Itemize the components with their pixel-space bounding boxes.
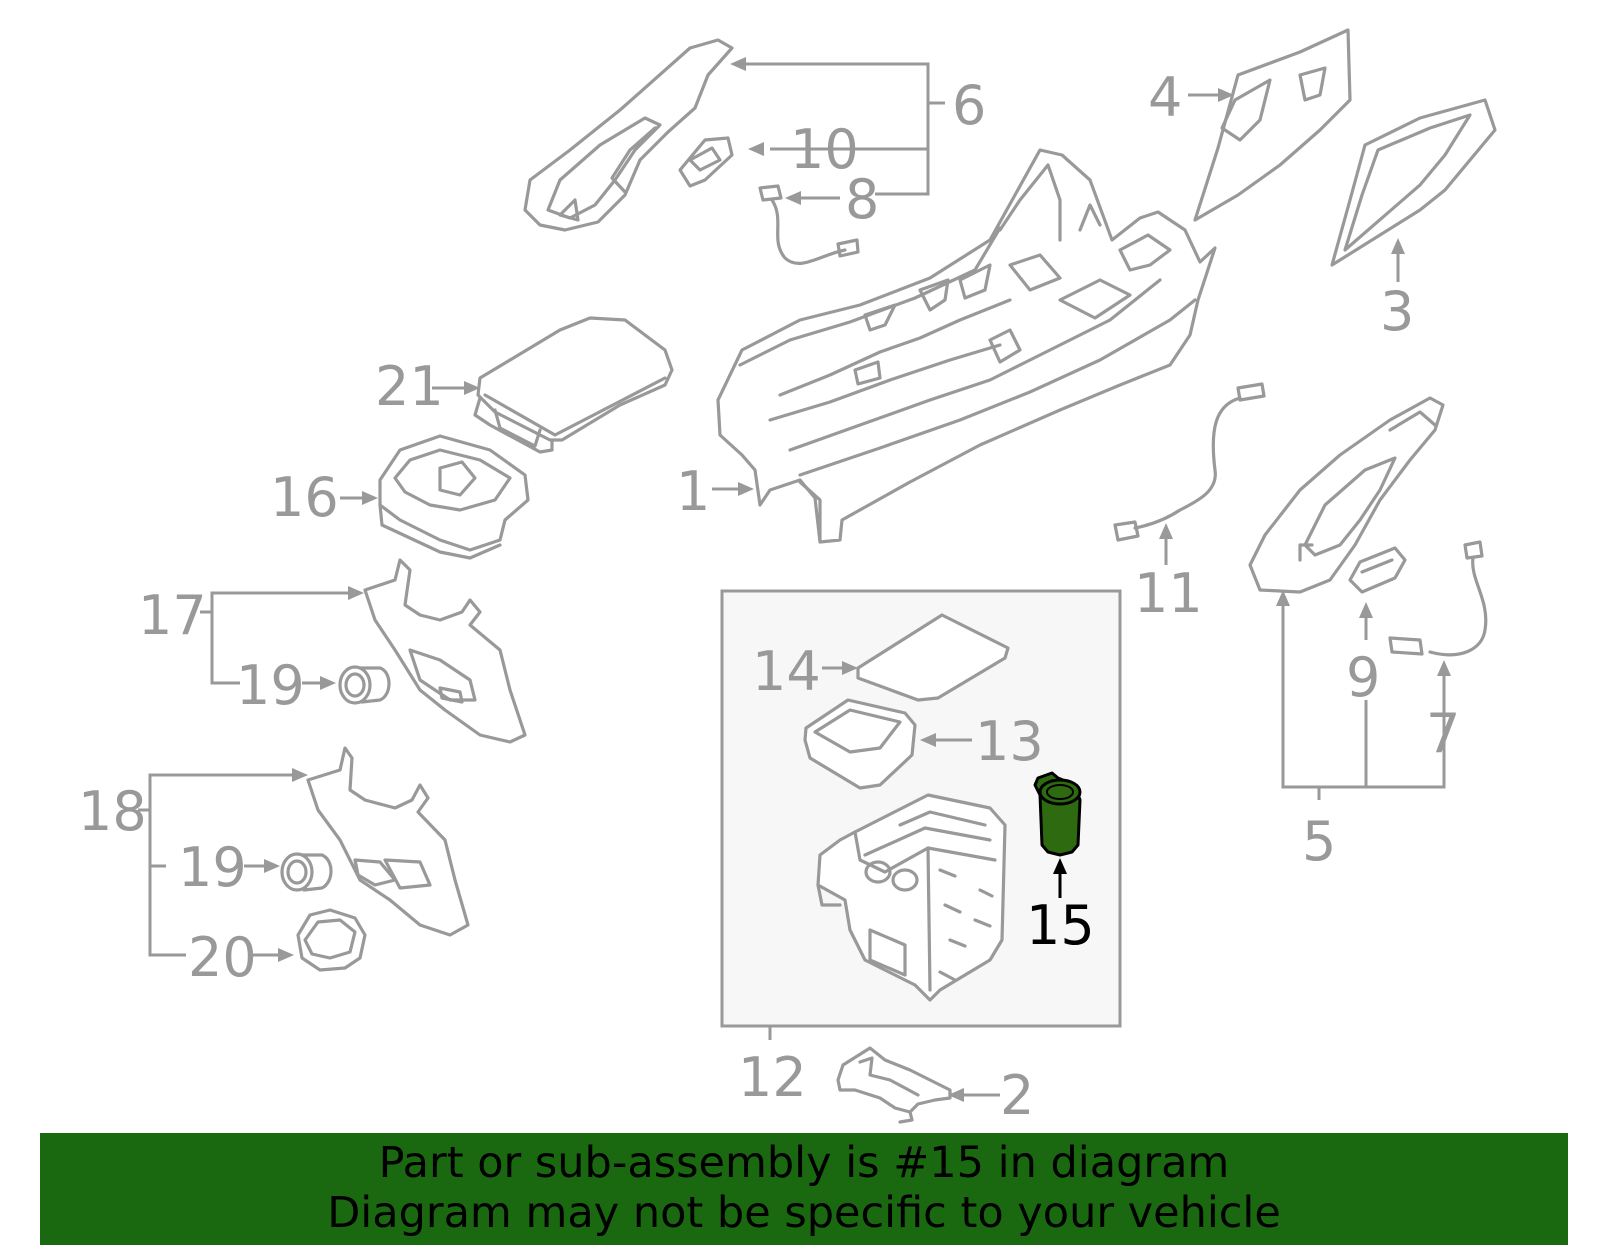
leader-4 <box>1188 88 1234 102</box>
callout-2: 2 <box>1000 1064 1034 1127</box>
callout-20: 20 <box>188 926 257 989</box>
callout-4: 4 <box>1148 66 1182 129</box>
callout-19-upper: 19 <box>236 654 305 717</box>
callout-21: 21 <box>375 355 444 418</box>
part-10-switch <box>678 136 734 188</box>
callout-8: 8 <box>845 168 879 231</box>
part-19-outlet-lower <box>280 852 333 892</box>
callout-17: 17 <box>138 584 207 647</box>
callout-16: 16 <box>270 466 339 529</box>
part-11-wire-harness <box>1113 382 1266 542</box>
info-banner: Part or sub-assembly is #15 in diagram D… <box>40 1133 1568 1245</box>
callout-14: 14 <box>752 640 821 703</box>
callout-12: 12 <box>738 1046 807 1109</box>
callout-13: 13 <box>975 710 1044 773</box>
callout-3: 3 <box>1380 280 1414 343</box>
leader-17-bracket <box>200 586 364 690</box>
part-13-storage-tray <box>803 698 917 790</box>
callout-5: 5 <box>1302 810 1336 873</box>
callout-19-lower: 19 <box>178 836 247 899</box>
banner-line-1: Part or sub-assembly is #15 in diagram <box>378 1138 1230 1188</box>
part-17-rear-panel <box>363 558 527 744</box>
leader-11 <box>1159 523 1173 565</box>
callout-18: 18 <box>78 780 147 843</box>
part-12-console-box <box>816 793 1007 1002</box>
part-19-outlet-upper <box>338 665 391 705</box>
leader-5-bracket <box>1276 590 1451 800</box>
part-2-bracket <box>836 1046 952 1124</box>
leader-1 <box>712 482 754 496</box>
callout-1: 1 <box>676 460 710 523</box>
callout-7: 7 <box>1426 702 1460 765</box>
leader-3 <box>1391 238 1405 282</box>
part-15-cup-holder <box>1033 771 1082 857</box>
callout-11: 11 <box>1134 562 1203 625</box>
part-8-wire-harness <box>758 184 860 265</box>
part-5-side-trim <box>1248 396 1445 594</box>
part-6-trim-panel <box>523 38 734 232</box>
leader-18-bracket <box>138 768 308 962</box>
callout-6: 6 <box>952 74 986 137</box>
part-9-switch <box>1348 546 1407 594</box>
leader-15 <box>1053 858 1067 898</box>
callout-9: 9 <box>1346 646 1380 709</box>
leader-16 <box>340 491 378 505</box>
part-3-side-panel <box>1330 98 1497 267</box>
part-14-lid-pad <box>856 613 1010 702</box>
banner-line-2: Diagram may not be specific to your vehi… <box>327 1188 1281 1238</box>
part-4-side-panel <box>1193 28 1352 222</box>
leader-13 <box>920 733 972 747</box>
leader-14 <box>822 661 858 675</box>
leader-21 <box>432 381 480 395</box>
part-18-rear-panel <box>306 746 470 937</box>
part-21-armrest-lid <box>473 316 674 454</box>
part-16-tray <box>378 434 530 560</box>
part-1-console-body <box>716 148 1217 544</box>
part-20-button <box>296 908 367 972</box>
leader-6-bracket <box>730 57 945 205</box>
leader-2 <box>948 1088 1000 1102</box>
part-7-wire-harness <box>1388 540 1488 657</box>
callout-15: 15 <box>1026 894 1095 957</box>
callout-10: 10 <box>790 118 859 181</box>
